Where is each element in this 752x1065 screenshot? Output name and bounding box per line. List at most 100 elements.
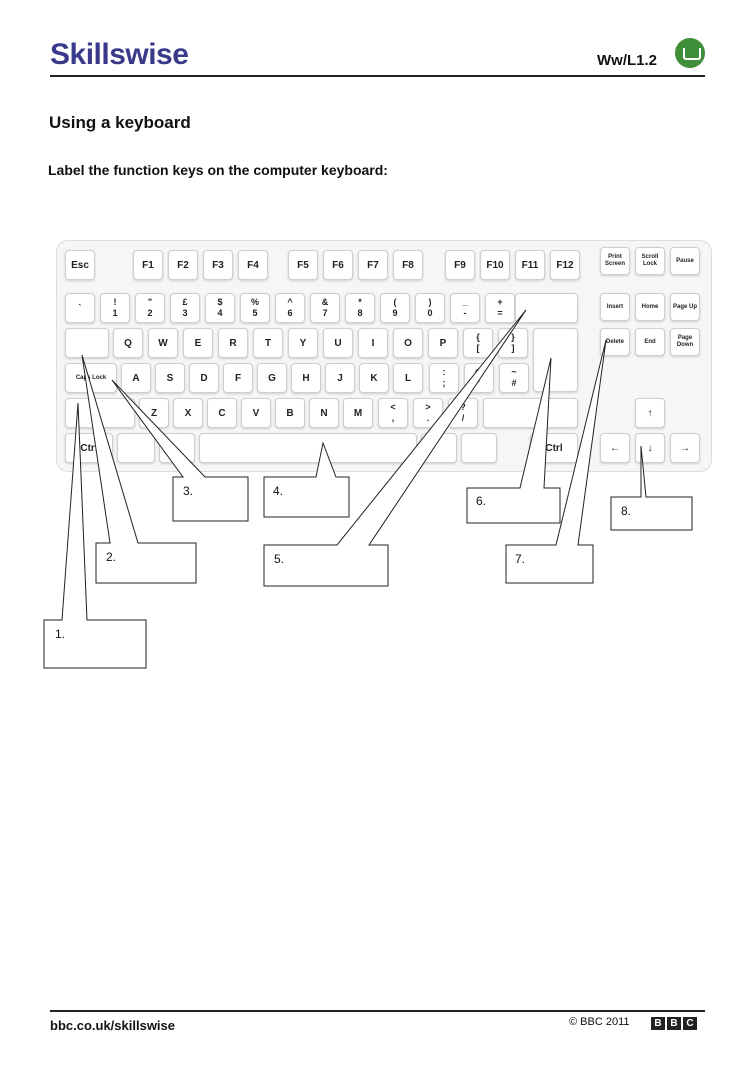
key-f8: F8 [393, 250, 423, 280]
key-top-char: % [250, 297, 259, 307]
key-a: A [121, 363, 151, 393]
key-win [117, 433, 155, 463]
key-bottom-char: 6 [287, 308, 293, 318]
key-number-row: "2 [135, 293, 165, 323]
book-icon [675, 38, 705, 68]
key-bottom-char: 2 [147, 308, 153, 318]
key-top-char: ( [393, 297, 397, 307]
key-arrow-left: ← [600, 433, 630, 463]
key-top-char: > [425, 402, 431, 412]
worksheet-code: Ww/L1.2 [597, 52, 658, 69]
key-number-row: (9 [380, 293, 410, 323]
key-top-char: & [321, 297, 329, 307]
key-x: X [173, 398, 203, 428]
key-number-row: *8 [345, 293, 375, 323]
bbc-letter: C [683, 1017, 697, 1030]
key-d: D [189, 363, 219, 393]
key-number-row: _- [450, 293, 480, 323]
key-number-row: += [485, 293, 515, 323]
key-bracket: {[ [463, 328, 493, 358]
key-f5: F5 [288, 250, 318, 280]
key-arrow-down: ↓ [635, 433, 665, 463]
key-menu [461, 433, 497, 463]
key-space [199, 433, 417, 463]
key-bottom-char: [ [476, 343, 480, 353]
key-bottom-char: 7 [322, 308, 328, 318]
key-w: W [148, 328, 178, 358]
key-bottom-char: 4 [217, 308, 223, 318]
callout-label-3: 3. [183, 484, 194, 498]
key-top-char: ^ [287, 297, 293, 307]
key-q: Q [113, 328, 143, 358]
key-arrow-right: → [670, 433, 700, 463]
key-top-char: ` [78, 302, 82, 313]
key-o: O [393, 328, 423, 358]
key-top-char: ! [113, 297, 117, 307]
key-top-char: $ [217, 297, 223, 307]
key-p: P [428, 328, 458, 358]
key-bottom-char: - [463, 308, 467, 318]
key-top-char: ~ [511, 367, 517, 377]
key-number-row: !1 [100, 293, 130, 323]
key-bottom-char: ' [477, 378, 481, 388]
footer-rule [50, 1010, 705, 1012]
key-f3: F3 [203, 250, 233, 280]
key-number-row: ^6 [275, 293, 305, 323]
key-enter [533, 328, 578, 392]
key-number-row: £3 [170, 293, 200, 323]
key-number-row: &7 [310, 293, 340, 323]
key-punct: :; [429, 363, 459, 393]
key-n: N [309, 398, 339, 428]
key-f10: F10 [480, 250, 510, 280]
key-right-shift [483, 398, 578, 428]
key-l: L [393, 363, 423, 393]
bbc-letter: B [667, 1017, 681, 1030]
key-bottom-char: 1 [112, 308, 118, 318]
key-top-char: : [442, 367, 446, 377]
key-bottom-char: 0 [427, 308, 433, 318]
key-bottom-char: ] [511, 343, 515, 353]
key-backspace [515, 293, 578, 323]
key-bottom-char: 3 [182, 308, 188, 318]
key-nav-mid: Delete [600, 328, 630, 356]
key-punct: ~# [499, 363, 529, 393]
key-y: Y [288, 328, 318, 358]
callout-label-5: 5. [274, 552, 285, 566]
key-left-ctrl: Ctrl [65, 433, 113, 463]
key-top-char: ) [428, 297, 432, 307]
key-f2: F2 [168, 250, 198, 280]
key-bottom-char: 5 [252, 308, 258, 318]
key-nav-top: Print Screen [600, 247, 630, 275]
key-b: B [275, 398, 305, 428]
key-f9: F9 [445, 250, 475, 280]
key-f6: F6 [323, 250, 353, 280]
key-nav-mid: Page Up [670, 293, 700, 321]
key-bottom-char: , [391, 413, 395, 423]
key-top-char: < [390, 402, 396, 412]
key-v: V [241, 398, 271, 428]
key-top-char: { [476, 332, 480, 342]
key-r: R [218, 328, 248, 358]
key-t: T [253, 328, 283, 358]
key-bottom-char: 9 [392, 308, 398, 318]
key-f7: F7 [358, 250, 388, 280]
key-top-char: £ [182, 297, 188, 307]
instruction-text: Label the function keys on the computer … [48, 162, 388, 178]
key-f1: F1 [133, 250, 163, 280]
key-c: C [207, 398, 237, 428]
key-caps-lock: Caps Lock [65, 363, 117, 393]
callout-label-1: 1. [55, 627, 66, 641]
callout-label-7: 7. [515, 552, 526, 566]
key-alt [159, 433, 195, 463]
key-esc: Esc [65, 250, 95, 280]
key-punct: @' [464, 363, 494, 393]
key-s: S [155, 363, 185, 393]
key-bottom-char: # [511, 378, 517, 388]
key-arrow-up: ↑ [635, 398, 665, 428]
key-tab [65, 328, 109, 358]
header-rule [50, 75, 705, 77]
key-number-row: $4 [205, 293, 235, 323]
key-nav-top: Scroll Lock [635, 247, 665, 275]
key-e: E [183, 328, 213, 358]
